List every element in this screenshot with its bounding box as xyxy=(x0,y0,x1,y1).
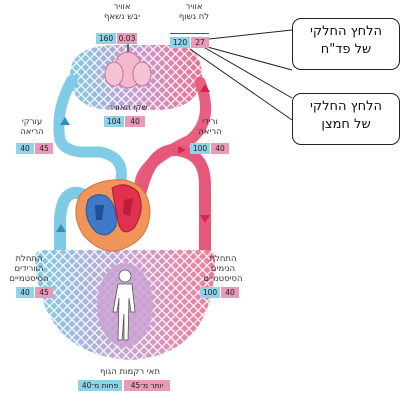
exhaled-air-label: אוויר לח נשוף xyxy=(178,2,210,22)
exhaled-air-co2-value: 27 xyxy=(191,37,209,48)
arrow-aorta xyxy=(200,215,210,223)
arrow-aorta-upper xyxy=(178,146,186,154)
flow-arrows xyxy=(178,84,210,223)
body-tissues-oxygen-value: פחות מ־40 xyxy=(78,380,122,391)
oxygen-partial-pressure-callout: הלחץ החלקי של חמצן xyxy=(292,93,400,145)
alveoli-co2-value: 40 xyxy=(125,116,145,127)
pulmonary-veins-co2-value: 40 xyxy=(211,143,229,154)
pulmonary-artery-vessel xyxy=(53,74,127,196)
aorta-vessel xyxy=(134,143,211,261)
systemic-capillaries-oxygen-value: 100 xyxy=(200,287,220,298)
alveoli-oxygen-value: 104 xyxy=(104,116,124,127)
inhaled-air-label: אוויר יבש נשאף xyxy=(103,2,141,22)
inhaled-air-oxygen-value: 160 xyxy=(96,33,116,44)
co2-partial-pressure-callout: הלחץ החלקי של פד"ח xyxy=(292,18,400,70)
systemic-capillaries-label: התחלת הנימים הסיסטמיים xyxy=(203,254,243,284)
arrow-pulmonary-artery xyxy=(60,117,70,125)
vena-cava-vessel xyxy=(54,186,91,266)
pulmonary-arteries-oxygen-value: 40 xyxy=(16,143,34,154)
pulmonary-arteries-label: עורקי הריאה xyxy=(20,117,44,137)
exhaled-air-bracket xyxy=(170,33,209,34)
inhaled-air-co2-value: 0.03 xyxy=(117,33,137,44)
alveoli-label: שקי האוויר xyxy=(108,103,148,113)
systemic-capillaries-co2-value: 40 xyxy=(221,287,239,298)
heart xyxy=(75,179,151,252)
systemic-veins-co2-value: 45 xyxy=(35,287,53,298)
pulmonary-arteries-co2-value: 45 xyxy=(35,143,53,154)
exhaled-air-oxygen-value: 120 xyxy=(170,37,190,48)
human-figure xyxy=(112,269,136,341)
arrow-pulmonary-vein xyxy=(200,84,210,92)
pulmonary-veins-label: ורידי הריאה xyxy=(198,117,222,137)
systemic-veins-label: התחלת הוורידים הסיסטמיים xyxy=(9,254,49,284)
arrow-vena-cava xyxy=(56,224,66,232)
body-tissues-label: תאי רקמות הגוף xyxy=(100,367,160,377)
body-tissues-co2-value: יותר מ־45 xyxy=(124,380,170,391)
systemic-veins-oxygen-value: 40 xyxy=(16,287,34,298)
callout-pointers xyxy=(189,29,293,121)
pulmonary-veins-oxygen-value: 100 xyxy=(190,143,210,154)
